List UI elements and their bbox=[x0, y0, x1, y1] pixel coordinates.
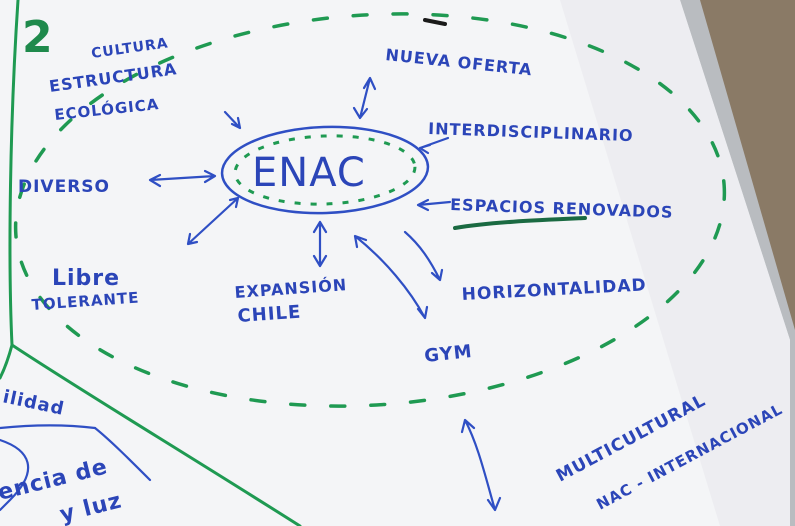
arrow-expansion-icon bbox=[312, 220, 328, 268]
arrows bbox=[148, 76, 502, 512]
arrow-ecologica-icon bbox=[223, 110, 242, 130]
green-dashed-oval bbox=[13, 12, 727, 408]
arrow-multicultural-icon bbox=[460, 418, 502, 512]
arrow-diverso-icon bbox=[148, 169, 217, 188]
underline-mark bbox=[453, 216, 587, 230]
section-number: 2 bbox=[22, 12, 53, 63]
green-divider-stub bbox=[0, 343, 14, 380]
arrow-nueva-oferta-icon bbox=[352, 76, 377, 120]
board-shade bbox=[560, 0, 790, 526]
corner-line-2 bbox=[93, 426, 152, 482]
enac-ellipse bbox=[220, 125, 430, 215]
arrow-espacios-icon bbox=[416, 198, 452, 212]
green-divider-vertical bbox=[8, 0, 20, 347]
idea-diverso: DIVERSO bbox=[18, 177, 110, 197]
corner-curve bbox=[0, 438, 30, 512]
arrow-libre-icon bbox=[186, 196, 240, 246]
corner-line-1 bbox=[0, 424, 97, 430]
black-dash-mark bbox=[423, 18, 447, 26]
idea-libre: Libre bbox=[52, 266, 120, 291]
arrow-gym-icon bbox=[353, 234, 429, 320]
center-label: ENAC bbox=[252, 150, 366, 196]
idea-gym: GYM bbox=[423, 341, 473, 367]
enac-inner-dashes bbox=[233, 134, 417, 206]
arrow-interdisciplinario-icon bbox=[418, 136, 450, 155]
corner-section: ilidad encia de y luz bbox=[0, 386, 152, 526]
green-divider-diagonal bbox=[10, 343, 302, 526]
arrow-horizontalidad-icon bbox=[403, 230, 444, 282]
idea-chile: CHILE bbox=[237, 302, 302, 327]
